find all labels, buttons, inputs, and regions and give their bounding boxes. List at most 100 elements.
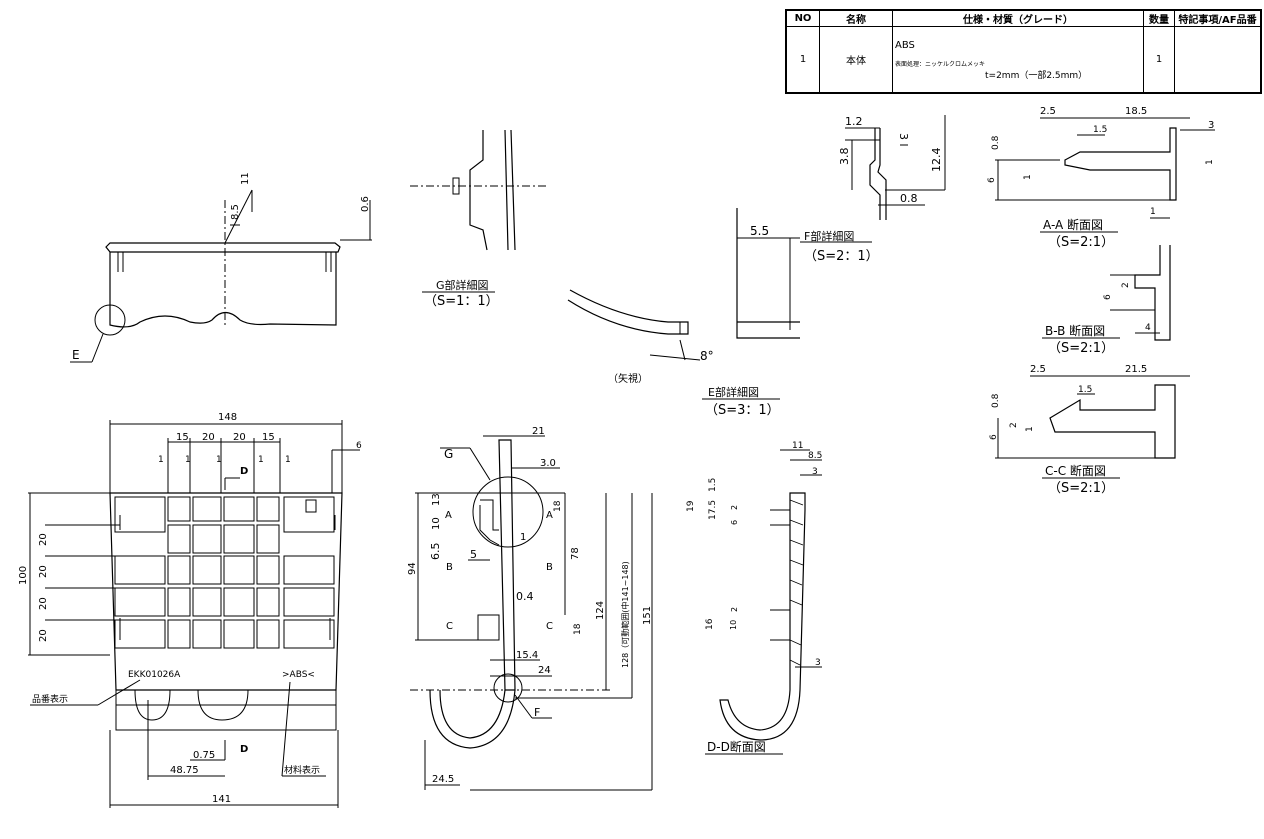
label-b-left: B	[446, 562, 453, 573]
dim-20a: 20	[202, 432, 215, 443]
label-d-bottom: D	[240, 744, 248, 755]
dim-20e: 20	[38, 597, 49, 610]
label-e: E	[72, 348, 80, 362]
bb-dim-6: 6	[1103, 294, 1113, 300]
cell-qty: 1	[1143, 26, 1175, 93]
aa-section: 2.5 18.5 1.5 0.8 3 6 1 1 1 A-A 断面図 （S=2:…	[987, 106, 1215, 250]
cell-thickness: t=2mm（一部2.5mm）	[985, 71, 1088, 81]
dim-20b: 20	[233, 432, 246, 443]
dd-dim-19: 19	[686, 500, 696, 512]
bb-dim-4: 4	[1145, 323, 1151, 333]
f-dim-1-2: 1.2	[845, 115, 863, 128]
dim-48-75: 48.75	[170, 765, 199, 776]
side-dim-78: 78	[570, 547, 581, 560]
side-dim-15-4: 15.4	[516, 650, 538, 661]
aa-scale: （S=2:1）	[1048, 235, 1114, 250]
label-a-left: A	[445, 510, 452, 521]
f-dim-0-8: 0.8	[900, 192, 918, 205]
label-a-right: A	[546, 510, 553, 521]
cell-note	[1174, 26, 1261, 93]
e-detail-title: E部詳細図	[708, 385, 759, 399]
part-number-text: EKK01026A	[128, 670, 181, 680]
dim-8-5: 8.5	[230, 204, 241, 220]
dd-dim-3b: 3	[815, 658, 821, 668]
dd-dim-1-5: 1.5	[708, 478, 718, 492]
cc-dim-2-5: 2.5	[1030, 364, 1046, 375]
dim-20d: 20	[38, 565, 49, 578]
front-view: EKK01026A >ABS< 品番表示 材料表示 148 15 20 20 1…	[18, 412, 362, 808]
f-dim-5-5: 5.5	[750, 224, 769, 238]
dd-dim-16: 16	[705, 618, 715, 630]
dd-dim-2b: 2	[730, 607, 739, 612]
side-dim-21: 21	[532, 426, 545, 437]
side-dim-24: 24	[538, 665, 551, 676]
dd-section: 11 8.5 3 1.5 19 17.5 2 6 2 16 10 3 D-D断面…	[686, 441, 822, 755]
side-dim-13: 13	[431, 493, 442, 506]
dd-dim-6: 6	[730, 520, 739, 525]
label-c-left: C	[446, 621, 453, 632]
f-detail-view: 5.5 F部詳細図 （S=2：1） 1.2 3.8 3 12.4 0.8	[736, 115, 946, 339]
material-mark-text: >ABS<	[282, 670, 315, 680]
f-detail-scale: （S=2：1）	[804, 249, 879, 264]
dim-1a: 1	[158, 455, 164, 465]
dd-dim-11: 11	[792, 441, 803, 451]
f-dim-12-4: 12.4	[930, 148, 943, 173]
cc-dim-0-8: 0.8	[991, 393, 1001, 408]
table-row: 1 本体 ABS 表面処理：ニッケルクロムメッキ t=2mm（一部2.5mm） …	[786, 26, 1261, 93]
dim-15a: 15	[176, 432, 189, 443]
parts-table: NO 名称 仕様・材質（グレード） 数量 特記事項/AF品番 1 本体 ABS …	[785, 9, 1262, 94]
side-dim-18a: 18	[553, 500, 563, 512]
cc-dim-1: 1	[1025, 426, 1035, 432]
dim-11: 11	[240, 172, 251, 185]
cc-dim-1-5: 1.5	[1078, 385, 1092, 395]
material-label: 材料表示	[284, 764, 320, 776]
dim-141: 141	[212, 794, 231, 805]
side-dim-6-5: 6.5	[429, 543, 442, 561]
dim-1c: 1	[216, 455, 222, 465]
dd-dim-8-5: 8.5	[808, 451, 822, 461]
side-dim-128: 128（可動範囲(中141~148)	[620, 561, 630, 668]
cc-dim-21-5: 21.5	[1125, 364, 1147, 375]
cc-scale: （S=2:1）	[1048, 481, 1114, 496]
side-dim-3-0: 3.0	[540, 458, 556, 469]
e-arrow-label: （矢視）	[608, 372, 648, 385]
f-dim-3-8: 3.8	[838, 148, 851, 166]
label-c-right: C	[546, 621, 553, 632]
dim-1e: 1	[285, 455, 291, 465]
cell-surface: 表面処理：ニッケルクロムメッキ	[895, 61, 986, 68]
cc-dim-6: 6	[989, 434, 999, 440]
dd-title: D-D断面図	[707, 739, 766, 754]
side-view: G F 21 3.0 13 10 6.5 5 1 18 78 94 0.4 18…	[407, 426, 653, 791]
label-g: G	[444, 447, 453, 461]
dim-148: 148	[218, 412, 237, 423]
cc-dim-2: 2	[1009, 422, 1019, 428]
cc-section: 2.5 21.5 1.5 0.8 2 6 1 C-C 断面図 （S=2:1）	[989, 364, 1190, 496]
dd-dim-3a: 3	[812, 467, 818, 477]
bb-section: 6 2 4 B-B 断面図 （S=2:1）	[1042, 245, 1171, 356]
g-detail-title: G部詳細図	[436, 278, 489, 292]
aa-dim-2-5: 2.5	[1040, 106, 1056, 117]
cc-title: C-C 断面図	[1045, 463, 1106, 478]
aa-dim-1-5: 1.5	[1093, 125, 1107, 135]
e-detail-scale: （S=3：1）	[705, 403, 780, 418]
side-dim-18b: 18	[573, 623, 583, 635]
bb-dim-2: 2	[1121, 282, 1131, 288]
bb-title: B-B 断面図	[1045, 323, 1105, 338]
dim-0-75: 0.75	[193, 750, 215, 761]
aa-dim-3: 3	[1208, 120, 1214, 131]
aa-dim-18-5: 18.5	[1125, 106, 1147, 117]
dim-100: 100	[18, 566, 29, 585]
e-detail-view: 8° （矢視） E部詳細図 （S=3：1）	[567, 289, 780, 418]
aa-dim-1b: 1	[1205, 159, 1215, 165]
aa-dim-6: 6	[987, 177, 997, 183]
cell-spec: ABS 表面処理：ニッケルクロムメッキ t=2mm（一部2.5mm）	[892, 26, 1144, 93]
top-view: E 11 8.5 0.6	[70, 172, 372, 363]
part-number-label: 品番表示	[32, 693, 68, 705]
e-angle: 8°	[700, 349, 714, 363]
dim-20f: 20	[38, 629, 49, 642]
cell-name: 本体	[819, 26, 893, 93]
aa-dim-0-8: 0.8	[991, 135, 1001, 150]
table-header-row: NO 名称 仕様・材質（グレード） 数量 特記事項/AF品番	[786, 10, 1261, 27]
dim-1b: 1	[185, 455, 191, 465]
